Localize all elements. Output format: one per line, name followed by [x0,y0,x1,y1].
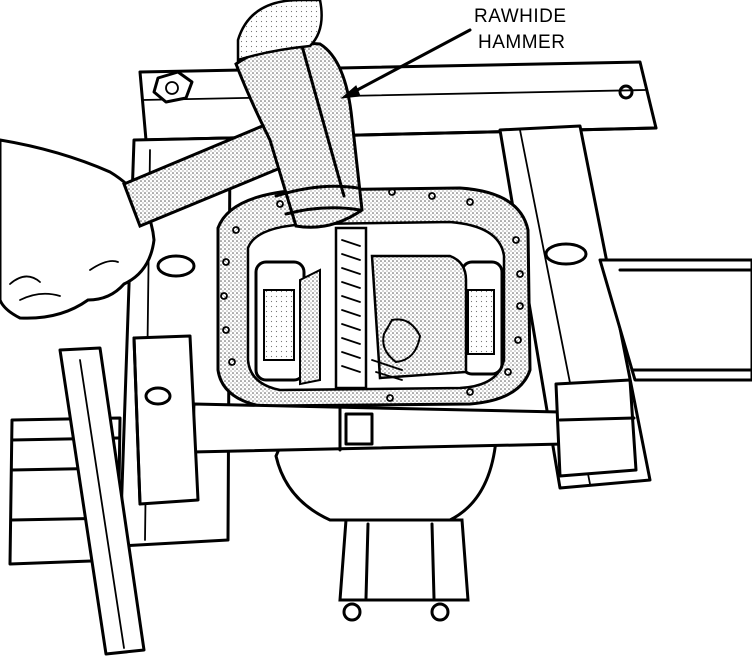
differential-case [254,254,504,386]
rawhide-hammer [122,0,364,229]
housing-fastener [342,602,450,622]
left-clamp-block [132,334,200,506]
bolt-head [152,70,194,104]
hand [0,138,156,320]
case-spreader-tool [132,334,638,506]
callout-leader [340,28,472,99]
side-gear [371,318,422,381]
flange-bolt-holes [220,188,524,402]
label-line-1: RAWHIDE [474,6,567,27]
rawhide-hammer-label: RAWHIDE HAMMER [474,6,567,53]
label-line-2: HAMMER [478,32,565,53]
wrench-handle [58,346,146,656]
ring-gear-teeth [334,226,368,390]
right-clamp-block [554,378,638,478]
